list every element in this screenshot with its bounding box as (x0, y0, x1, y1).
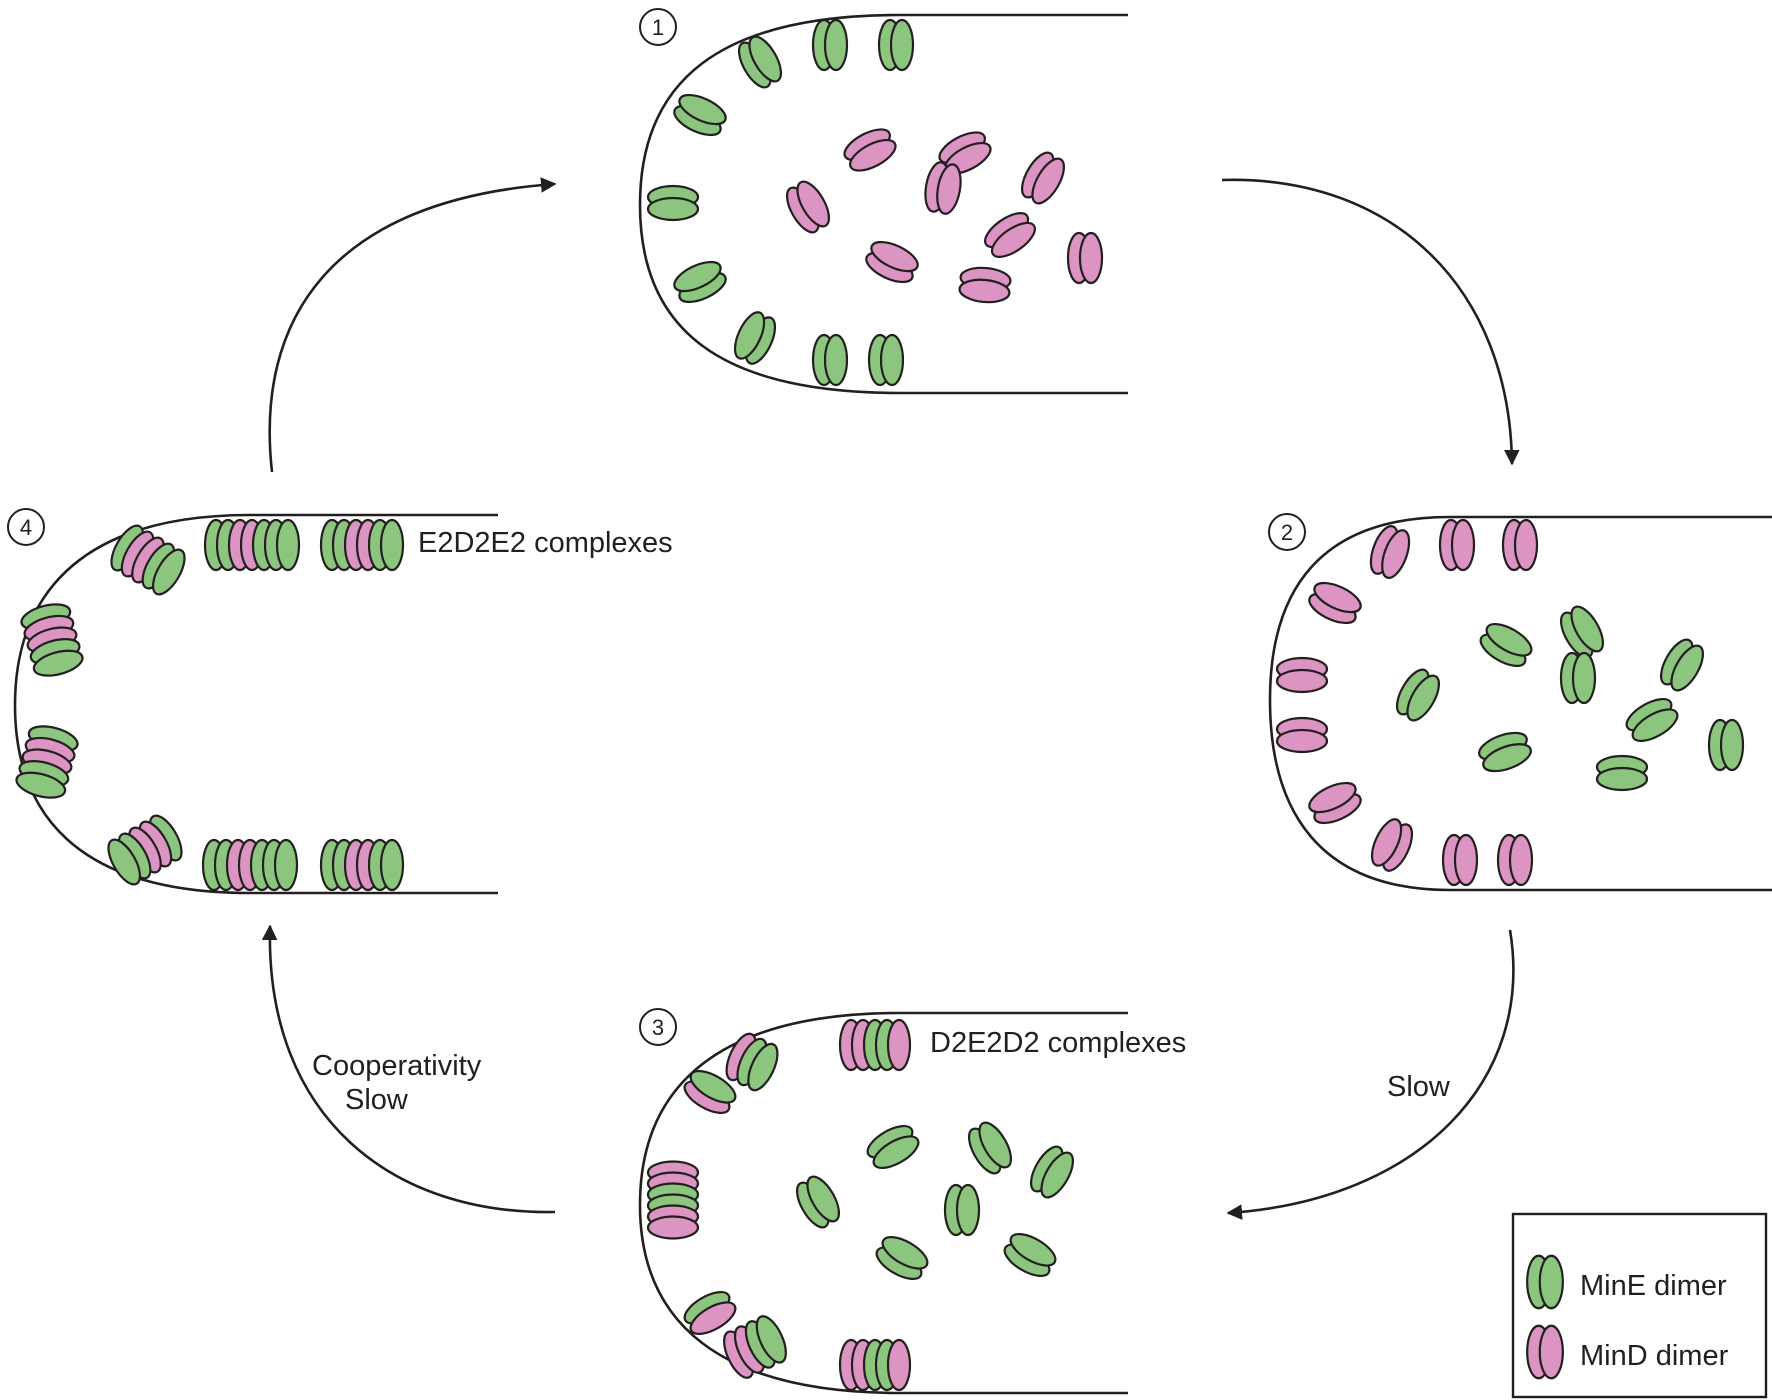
membrane-complex (107, 814, 183, 886)
svg-text:3: 3 (652, 1015, 664, 1040)
cell-membrane-4 (13, 513, 498, 895)
mine-dimer (646, 184, 700, 222)
label-slow-right: Slow (1387, 1071, 1451, 1103)
arrow-4-to-1 (268, 177, 557, 473)
mind-dimer (1275, 716, 1329, 754)
legend: MinE dimer MinD dimer (1511, 1212, 1768, 1399)
mind-dimer (1308, 781, 1362, 825)
mine-dimer (967, 1121, 1013, 1175)
step-marker-4: 4 (7, 508, 45, 546)
legend-mine-swatch (1526, 1254, 1564, 1310)
membrane-complex (725, 1032, 779, 1092)
mine-dimer (1478, 731, 1532, 773)
mind-dimer (1020, 151, 1066, 205)
mind-dimer (924, 161, 962, 215)
mine-dimer (673, 260, 727, 304)
mine-dimer (1595, 754, 1649, 792)
mine-dimer (1029, 1145, 1075, 1199)
membrane-complex (20, 603, 84, 677)
mine-dimer (877, 18, 915, 72)
arrow-2-to-3 (1226, 929, 1515, 1220)
membrane-complex (683, 1290, 737, 1336)
mine-dimer (795, 1175, 841, 1229)
membrane-complex (110, 524, 186, 596)
mine-dimer (867, 333, 905, 387)
membrane-complex (838, 1018, 912, 1072)
mine-dimer (737, 35, 783, 89)
mind-dimer (865, 240, 919, 284)
svg-text:2: 2 (1281, 520, 1293, 545)
membrane-complex (319, 838, 405, 892)
mind-dimer (1066, 231, 1104, 285)
legend-label-mine: MinE dimer (1580, 1270, 1727, 1302)
membrane-complex (838, 1338, 912, 1392)
mind-dimer (984, 212, 1036, 258)
membrane-complex (319, 518, 405, 572)
legend-mind-swatch (1526, 1324, 1564, 1380)
mind-dimer (1496, 833, 1534, 887)
mine-dimer (1625, 697, 1679, 743)
arrow-3-to-4 (261, 924, 556, 1214)
membrane-complex (683, 1069, 737, 1115)
cell-membrane-2 (1268, 515, 1772, 892)
legend-label-mind: MinD dimer (1580, 1340, 1729, 1372)
step-marker-2: 2 (1268, 513, 1306, 551)
membrane-complex (723, 1315, 787, 1379)
mine-dimer (1559, 651, 1597, 705)
step-marker-3: 3 (639, 1008, 677, 1046)
mind-dimer (1369, 525, 1411, 579)
svg-text:1: 1 (652, 15, 664, 40)
mine-dimer (875, 1235, 929, 1281)
membrane-complex (201, 838, 299, 892)
protein-dimers (15, 18, 1745, 1392)
membrane-complex (646, 1160, 700, 1240)
mind-dimer (958, 266, 1012, 304)
membrane-complex (15, 725, 79, 799)
mine-dimer (1395, 668, 1441, 722)
mine-dimer (733, 311, 777, 365)
mind-dimer (1438, 518, 1476, 572)
cell-membrane-1 (638, 13, 1128, 395)
mine-dimer (1707, 718, 1745, 772)
mine-dimer (1003, 1232, 1057, 1278)
mind-dimer (785, 180, 831, 234)
label-e2d2e2-complexes: E2D2E2 complexes (418, 527, 673, 559)
step-marker-1: 1 (639, 8, 677, 46)
mind-dimer (1275, 656, 1329, 694)
mine-dimer (811, 18, 849, 72)
mine-dimer (866, 1124, 920, 1170)
mind-dimer (1501, 518, 1539, 572)
cell-membrane-3 (638, 1011, 1128, 1395)
mine-dimer (811, 333, 849, 387)
mind-dimer (1370, 818, 1414, 872)
label-d2e2d2-complexes: D2E2D2 complexes (930, 1027, 1186, 1059)
mine-dimer (673, 93, 727, 137)
arrow-1-to-2 (1221, 178, 1520, 466)
mine-dimer (1479, 622, 1533, 668)
label-cooperativity: Cooperativity (312, 1050, 482, 1082)
mine-dimer (943, 1183, 981, 1237)
mine-dimer (1659, 638, 1705, 692)
mind-dimer (843, 128, 897, 172)
svg-text:4: 4 (20, 515, 32, 540)
label-slow-left: Slow (345, 1084, 409, 1116)
mind-dimer (1441, 833, 1479, 887)
membrane-complex (203, 518, 301, 572)
mind-dimer (1308, 581, 1362, 625)
